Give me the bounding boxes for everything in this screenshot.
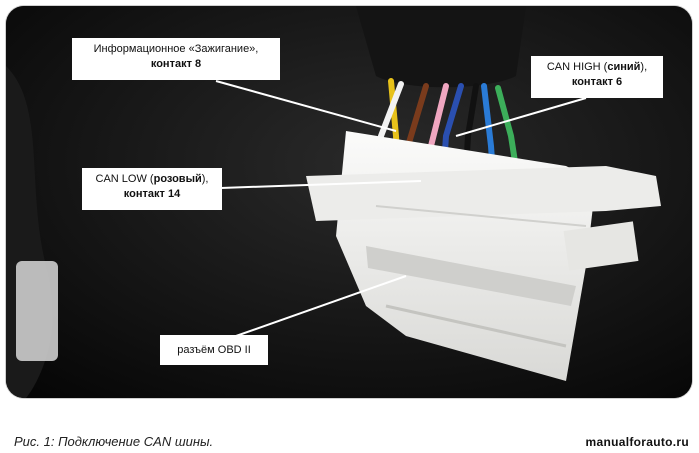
label-can-low-prefix: CAN LOW ( xyxy=(95,173,154,185)
label-can-high: CAN HIGH (синий), контакт 6 xyxy=(531,56,663,98)
label-can-low-color: розовый xyxy=(153,173,202,185)
label-can-low-pin: контакт 14 xyxy=(123,188,181,200)
figure-caption: Рис. 1: Подключение CAN шины. xyxy=(14,434,214,449)
label-ignition-line1: Информационное «Зажигание», xyxy=(93,43,259,55)
watermark: manualforauto.ru xyxy=(585,435,689,449)
label-can-high-prefix: CAN HIGH ( xyxy=(546,61,608,73)
cable-sleeve xyxy=(356,6,526,88)
label-can-low-suffix: ), xyxy=(201,173,209,185)
label-can-low: CAN LOW (розовый), контакт 14 xyxy=(82,168,222,210)
pointer-lines xyxy=(215,80,587,337)
obd-connector xyxy=(306,131,661,381)
label-can-high-suffix: ), xyxy=(640,61,648,73)
label-can-high-pin: контакт 6 xyxy=(571,76,623,88)
tape-wrap xyxy=(16,261,58,361)
label-can-high-color: синий xyxy=(607,61,641,73)
label-ignition: Информационное «Зажигание», контакт 8 xyxy=(72,38,280,80)
label-obd-connector: разъём OBD II xyxy=(160,335,268,365)
label-ignition-line2: контакт 8 xyxy=(150,58,202,70)
